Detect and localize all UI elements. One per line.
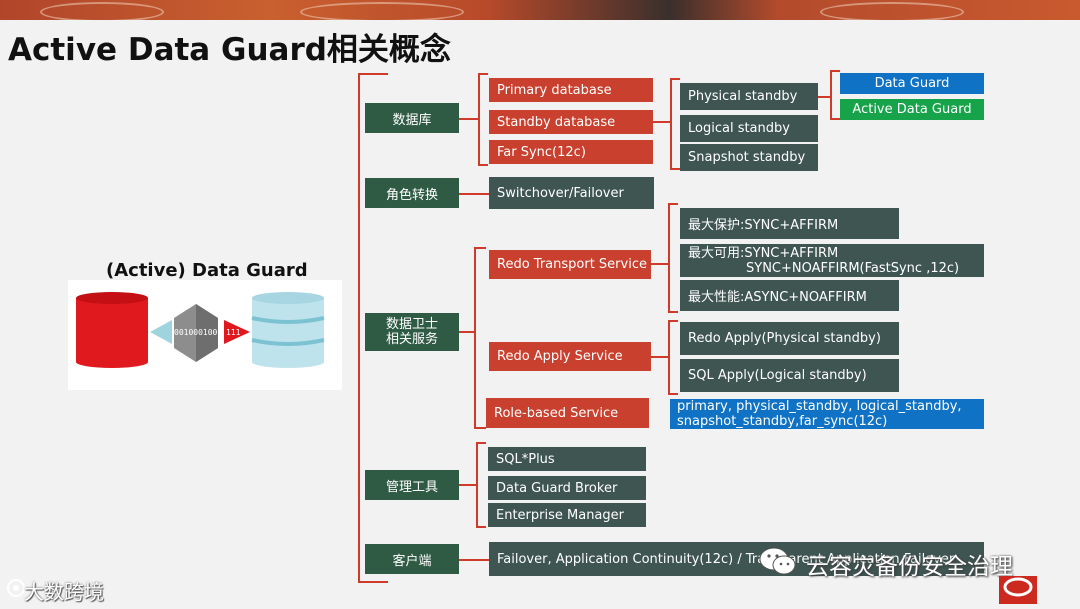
product-data-guard: Data Guard — [840, 73, 984, 94]
connector — [474, 427, 486, 429]
mode-max-performance: 最大性能:ASYNC+NOAFFIRM — [680, 280, 899, 311]
tool-sqlplus: SQL*Plus — [488, 447, 646, 471]
apply-redo: Redo Apply(Physical standby) — [680, 322, 899, 355]
connector — [459, 118, 478, 120]
connector — [478, 73, 488, 75]
connector — [459, 484, 476, 486]
connector — [474, 247, 476, 429]
role-far-sync: Far Sync(12c) — [489, 140, 653, 164]
category-services: 数据卫士 相关服务 — [365, 313, 459, 351]
connector — [459, 193, 489, 195]
connector — [830, 70, 832, 120]
category-services-line2: 相关服务 — [386, 332, 438, 347]
apply-sql: SQL Apply(Logical standby) — [680, 359, 899, 392]
connector — [459, 331, 474, 333]
standby-physical: Physical standby — [680, 83, 818, 110]
header-banner — [0, 0, 1080, 20]
role-standby-database: Standby database — [489, 110, 653, 134]
binary-stream-left: 0010001000 — [174, 328, 222, 337]
tool-data-guard-broker: Data Guard Broker — [488, 476, 646, 500]
main-connector — [358, 73, 360, 583]
category-services-line1: 数据卫士 — [386, 317, 438, 332]
connector — [668, 311, 678, 313]
role-based-values: primary, physical_standby, logical_stand… — [670, 399, 984, 429]
connector — [478, 73, 480, 165]
category-tools: 管理工具 — [365, 470, 459, 500]
banner-swirl — [820, 2, 964, 20]
standby-logical: Logical standby — [680, 115, 818, 142]
standby-database-icon — [252, 292, 324, 368]
connector — [670, 78, 672, 170]
role-based-values-line1: primary, physical_standby, logical_stand… — [677, 399, 962, 414]
connector — [478, 164, 488, 166]
mode-max-availability-line2: SYNC+NOAFFIRM(FastSync ,12c) — [688, 261, 959, 276]
service-redo-transport: Redo Transport Service — [489, 250, 651, 279]
illustration-title: (Active) Data Guard — [106, 260, 308, 281]
brand-watermark-icon — [6, 578, 26, 598]
banner-swirl — [300, 2, 464, 20]
category-role-switch: 角色转换 — [365, 178, 459, 208]
connector — [358, 73, 388, 75]
connector — [830, 118, 840, 120]
connector — [653, 121, 670, 123]
connector — [459, 559, 489, 561]
connector — [668, 320, 678, 322]
role-switchover-failover: Switchover/Failover — [489, 177, 654, 209]
tool-enterprise-manager: Enterprise Manager — [488, 503, 646, 527]
wechat-icon — [758, 544, 798, 578]
connector — [651, 356, 668, 358]
connector — [818, 96, 830, 98]
connector — [651, 263, 668, 265]
connector — [476, 526, 486, 528]
connector — [668, 203, 678, 205]
arrow-left-icon — [150, 320, 172, 344]
data-guard-illustration: 0010001000 111 — [68, 280, 342, 390]
category-client: 客户端 — [365, 544, 459, 574]
connector — [668, 393, 678, 395]
connector — [476, 442, 486, 444]
standby-snapshot: Snapshot standby — [680, 144, 818, 171]
illustration-panel: 0010001000 111 — [68, 280, 342, 390]
binary-stream-right: 111 — [226, 328, 241, 337]
service-role-based: Role-based Service — [486, 398, 649, 428]
mode-max-availability: 最大可用:SYNC+AFFIRM SYNC+NOAFFIRM(FastSync … — [680, 244, 984, 277]
connector — [474, 247, 486, 249]
connector — [358, 581, 388, 583]
mode-max-protection: 最大保护:SYNC+AFFIRM — [680, 208, 899, 239]
brand-watermark: 大数跨境 — [24, 576, 104, 605]
connector — [670, 168, 680, 170]
connector — [476, 442, 478, 528]
banner-swirl — [40, 2, 164, 20]
product-active-data-guard: Active Data Guard — [840, 99, 984, 120]
category-database: 数据库 — [365, 103, 459, 133]
connector — [668, 203, 670, 313]
wechat-watermark: 云容灾备份安全治理 — [806, 547, 1013, 581]
connector — [830, 70, 840, 72]
brand-logo-icon — [993, 560, 1043, 604]
role-based-values-line2: snapshot_standby,far_sync(12c) — [677, 414, 887, 429]
primary-database-icon — [76, 292, 148, 368]
mode-max-availability-line1: 最大可用:SYNC+AFFIRM — [688, 246, 838, 261]
role-primary-database: Primary database — [489, 78, 653, 102]
connector — [668, 320, 670, 395]
service-redo-apply: Redo Apply Service — [489, 342, 651, 371]
page-title: Active Data Guard相关概念 — [8, 24, 451, 69]
connector — [670, 78, 680, 80]
